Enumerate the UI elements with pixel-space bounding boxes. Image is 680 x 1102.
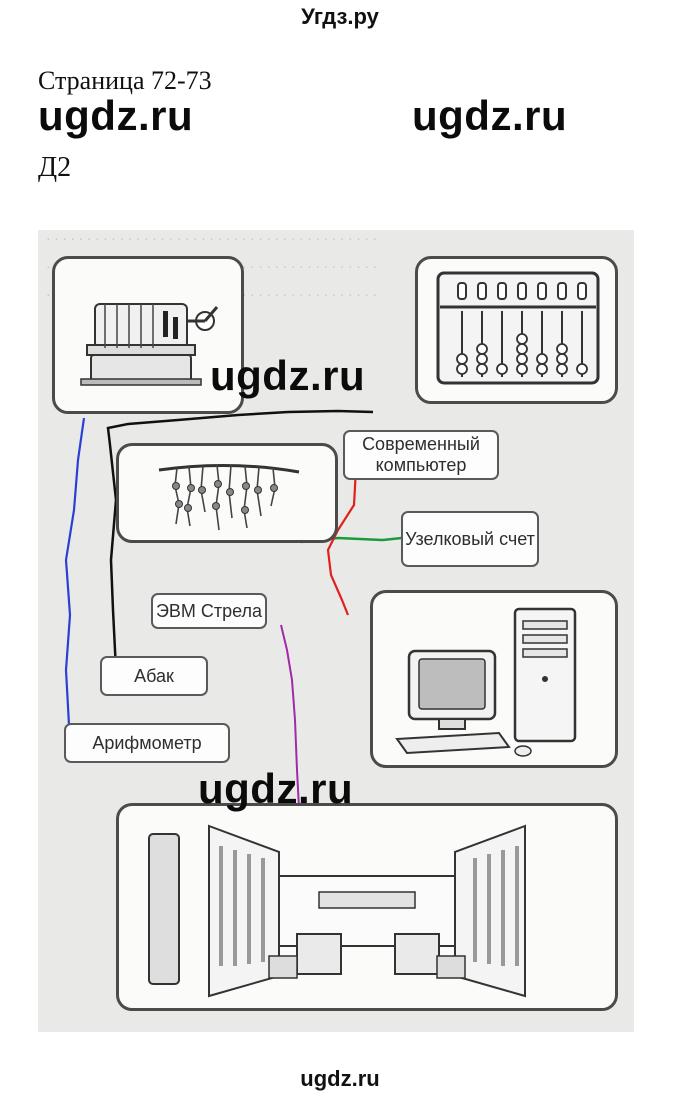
modern-computer-picture-icon [395,607,577,757]
watermark: ugdz.ru [210,352,366,399]
modern-computer-picture-card [370,590,618,768]
knot-count-picture-icon [158,463,300,531]
label-arithmometer[interactable]: Арифмометр [64,723,230,763]
line-blue [64,417,86,726]
watermark: ugdz.ru [198,765,354,812]
label-modern-computer[interactable]: Современный компьютер [343,430,499,480]
arithmometer-picture-icon [80,303,219,386]
label-knot-count[interactable]: Узелковый счет [401,511,539,567]
abacus-picture-icon [436,271,600,385]
arithmometer-picture-card [52,256,244,414]
footer-site-link[interactable]: ugdz.ru [300,1066,380,1091]
line-black [106,409,374,671]
evm-strela-room-picture-icon [148,824,526,998]
evm-strela-room-picture-card [116,803,618,1011]
label-abacus[interactable]: Абак [100,656,208,696]
line-red [326,467,358,616]
watermark: ugdz.ru [412,92,568,139]
abacus-picture-card [415,256,618,404]
label-evm-strela[interactable]: ЭВМ Стрела [151,593,267,629]
knot-count-picture-card [116,443,338,543]
site-title[interactable]: Угдз.ру [301,4,379,29]
task-number: Д2 [38,152,72,183]
line-purple [280,624,300,809]
page-reference: Страница 72-73 [38,66,212,95]
worksheet-image: · · · · · · · · · · · · · · · · · · · · … [38,230,634,1032]
watermark: ugdz.ru [38,92,194,139]
